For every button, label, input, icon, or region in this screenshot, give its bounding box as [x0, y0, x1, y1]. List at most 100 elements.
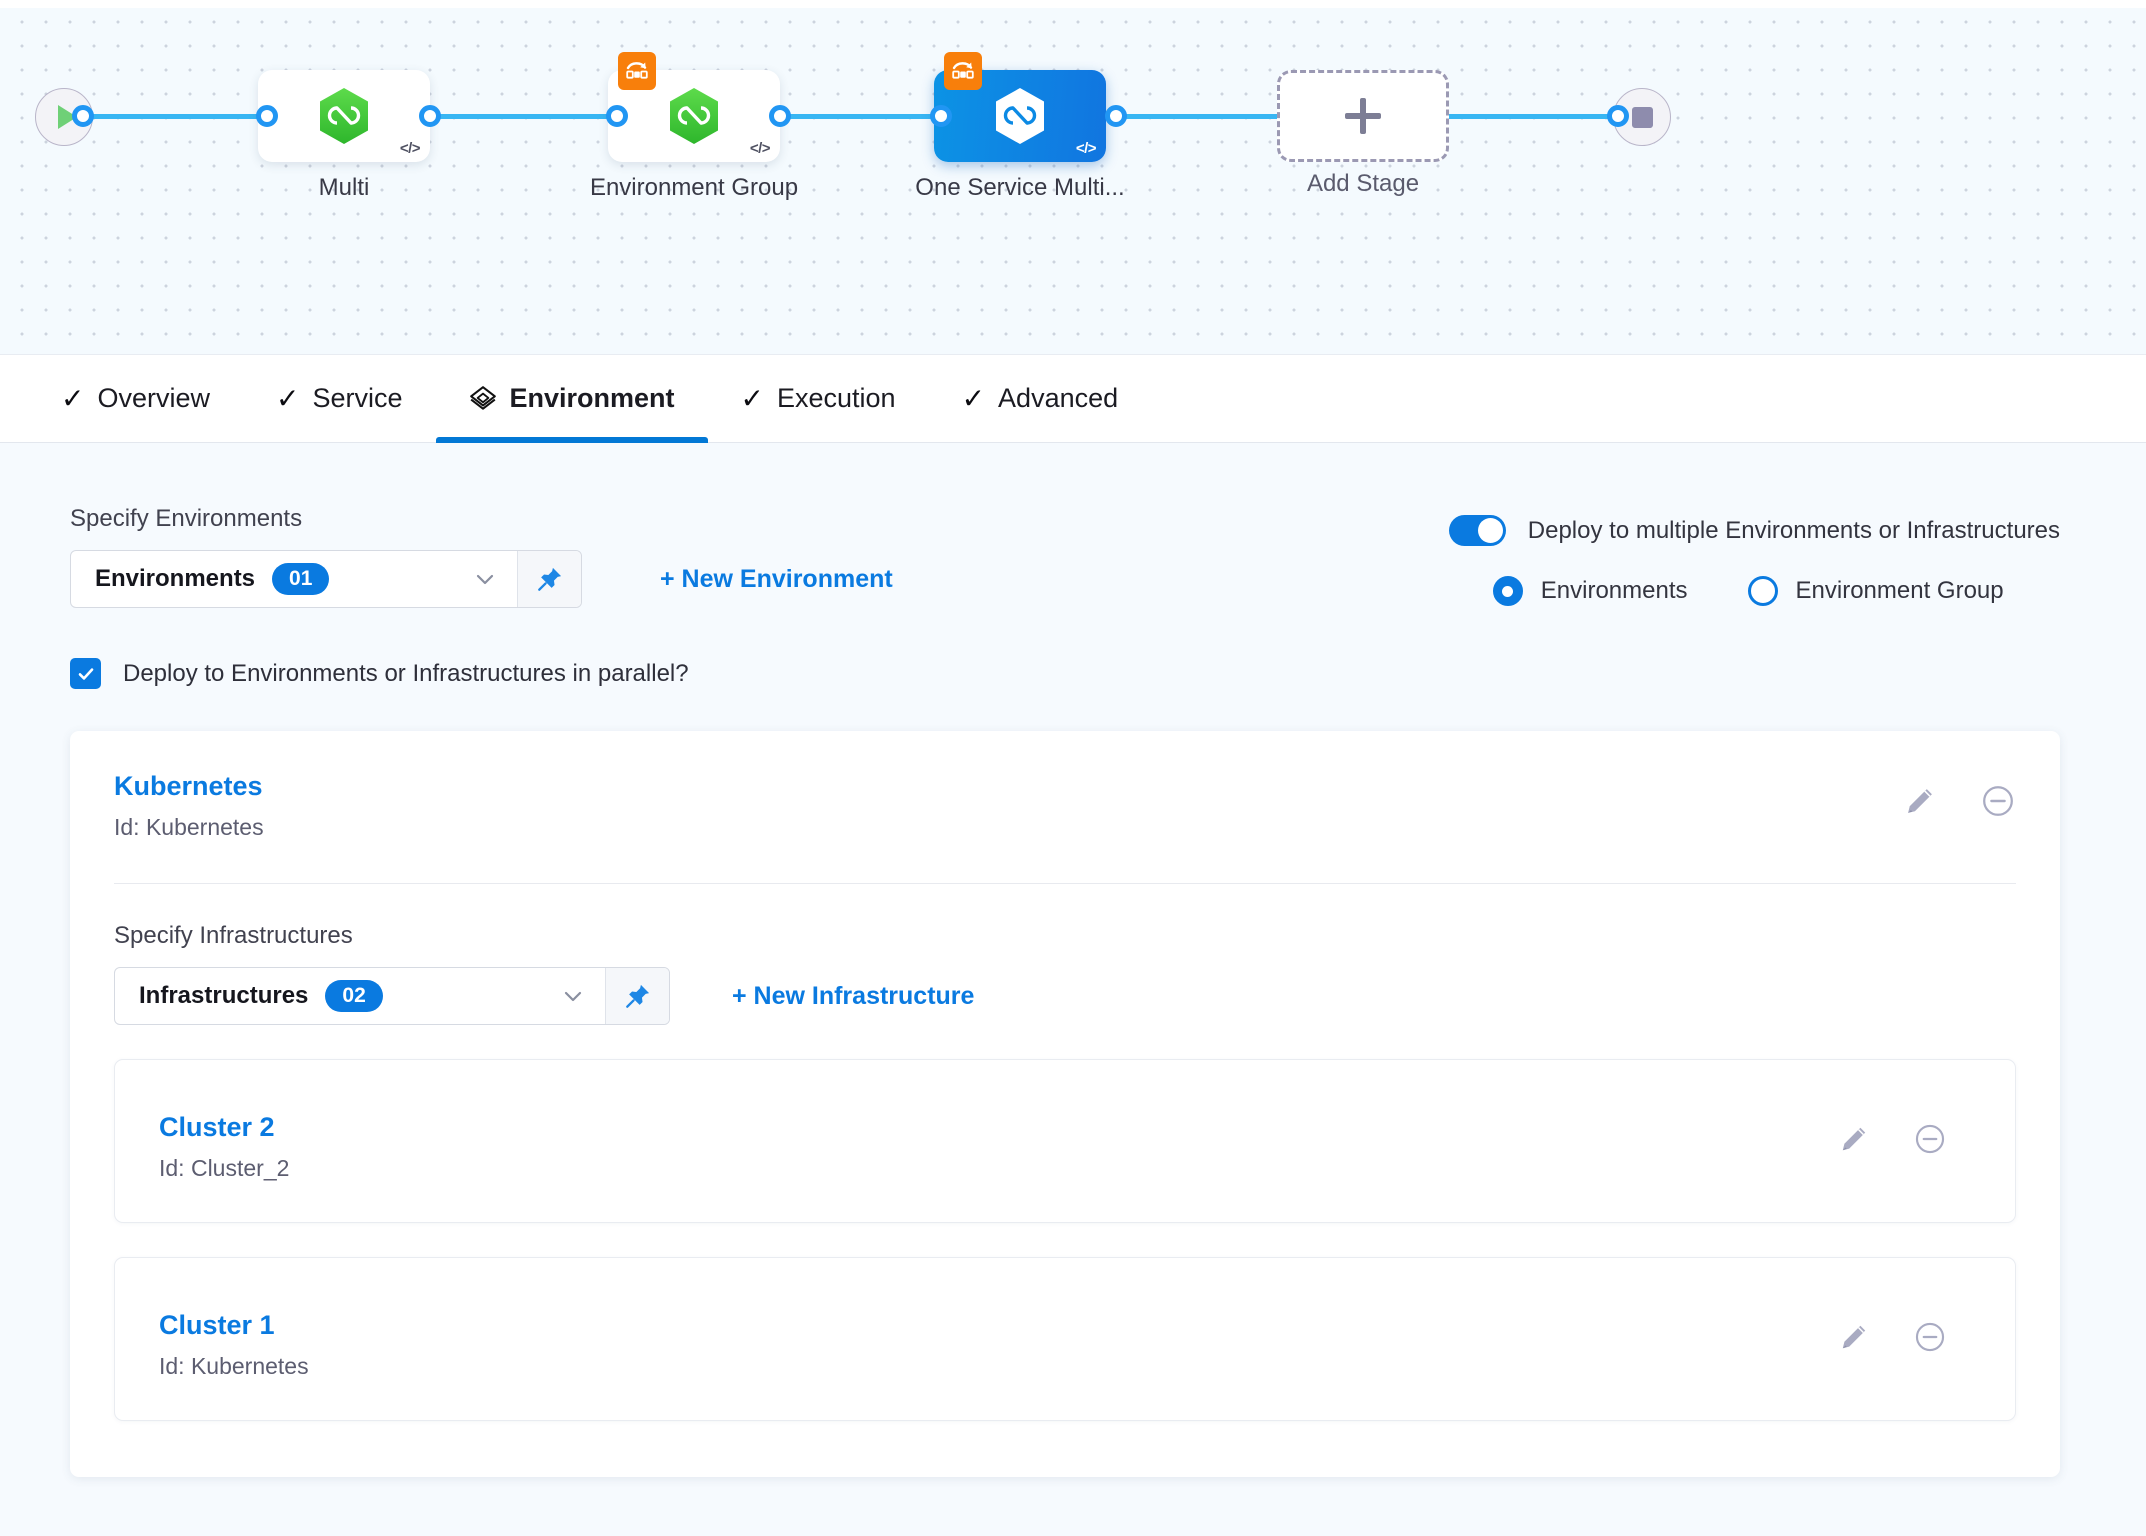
deploy-multiple-toggle[interactable]	[1448, 515, 1506, 546]
pin-icon[interactable]	[605, 968, 669, 1024]
rollback-badge-icon	[618, 52, 656, 90]
environments-select[interactable]: Environments 01	[70, 550, 582, 608]
tab-label: Environment	[509, 383, 675, 413]
environment-card-text: Kubernetes Id: Kubernetes	[114, 771, 1903, 841]
pipeline-end-node[interactable]	[1613, 88, 1671, 146]
harness-hex-icon	[320, 88, 368, 144]
check-icon: ✓	[61, 382, 85, 414]
environments-count-badge: 01	[272, 563, 330, 595]
stage-label-one-service-multi: One Service Multi...	[915, 174, 1125, 201]
tab-advanced[interactable]: ✓ Advanced	[929, 355, 1152, 443]
infrastructures-selector-row: Infrastructures 02 + New Infrastructure	[114, 967, 2016, 1025]
pencil-icon[interactable]	[1838, 1123, 1870, 1155]
harness-hex-icon	[670, 88, 718, 144]
stage-code-badge[interactable]: </>	[399, 140, 421, 157]
environments-select-value: Environments	[95, 565, 256, 592]
tab-label: Advanced	[998, 383, 1119, 413]
play-icon	[57, 105, 77, 129]
connector-oneservice-to-addstage	[1118, 114, 1283, 119]
environments-select-value-wrap[interactable]: Environments 01	[71, 551, 453, 607]
minus-circle-icon[interactable]	[1980, 783, 2016, 819]
connector-addstage-to-end	[1445, 114, 1625, 119]
radio-environments[interactable]	[1492, 576, 1523, 606]
infrastructures-select-value-wrap[interactable]: Infrastructures 02	[115, 968, 541, 1024]
environment-tab-panel: Specify Environments Environments 01	[0, 443, 2146, 1535]
specify-infrastructures-block: Specify Infrastructures Infrastructures …	[114, 922, 2016, 1025]
pipeline-canvas[interactable]: </> Multi </> Environment Group	[0, 0, 2146, 355]
pencil-icon[interactable]	[1838, 1321, 1870, 1353]
connector-multi-to-envgroup	[432, 114, 617, 119]
tab-label: Overview	[97, 383, 210, 413]
infrastructure-card-actions	[1838, 1298, 1975, 1354]
tab-execution[interactable]: ✓ Execution	[708, 355, 929, 443]
environments-header-row: Specify Environments Environments 01	[0, 443, 2146, 608]
add-stage-label: Add Stage	[1306, 170, 1420, 197]
connector-start-to-multi	[82, 114, 267, 119]
tab-service[interactable]: ✓ Service	[243, 355, 436, 443]
stage-config-tabs: ✓ Overview ✓ Service Environment ✓ Execu…	[0, 355, 2146, 443]
environment-card-divider	[114, 883, 2016, 884]
infrastructure-card-cluster-2: Cluster 2 Id: Cluster_2	[114, 1059, 2016, 1223]
check-icon: ✓	[740, 382, 764, 414]
environment-card-actions	[1903, 771, 2016, 819]
tab-overview[interactable]: ✓ Overview	[28, 355, 243, 443]
parallel-deploy-row[interactable]: Deploy to Environments or Infrastructure…	[0, 608, 2146, 689]
stage-node-multi[interactable]: </>	[258, 70, 430, 162]
new-environment-button[interactable]: + New Environment	[660, 564, 893, 593]
specify-environments-label: Specify Environments	[70, 505, 303, 532]
radio-environment-group-label: Environment Group	[1795, 577, 2004, 604]
chevron-down-icon[interactable]	[541, 968, 605, 1024]
environment-card-header: Kubernetes Id: Kubernetes	[114, 771, 2016, 841]
deploy-options-block: Deploy to multiple Environments or Infra…	[1448, 505, 2060, 608]
infrastructure-card-cluster-1: Cluster 1 Id: Kubernetes	[114, 1257, 2016, 1421]
infrastructure-title-link[interactable]: Cluster 1	[159, 1310, 275, 1340]
layers-icon	[469, 385, 496, 410]
pin-icon[interactable]	[517, 551, 581, 607]
stage-node-environment-group[interactable]: </>	[608, 52, 780, 162]
plus-icon-vertical	[1360, 98, 1366, 134]
stage-label-environment-group: Environment Group	[589, 174, 799, 201]
infrastructure-id-text: Id: Cluster_2	[159, 1155, 290, 1181]
infrastructure-id-text: Id: Kubernetes	[159, 1353, 309, 1379]
infrastructures-select[interactable]: Infrastructures 02	[114, 967, 670, 1025]
check-icon: ✓	[276, 382, 300, 414]
environment-card: Kubernetes Id: Kubernetes Specify Infras…	[70, 731, 2060, 1477]
infrastructure-title-link[interactable]: Cluster 2	[159, 1112, 275, 1142]
port-oneservice-out[interactable]	[1105, 105, 1127, 127]
specify-infrastructures-label: Specify Infrastructures	[114, 922, 353, 949]
pipeline-start-node[interactable]	[35, 88, 93, 146]
radio-environments-label: Environments	[1540, 577, 1688, 604]
port-start-out[interactable]	[72, 105, 94, 127]
radio-environment-group[interactable]	[1747, 576, 1778, 606]
infrastructure-card-text: Cluster 1 Id: Kubernetes	[159, 1298, 1838, 1380]
stage-label-multi: Multi	[318, 174, 370, 201]
deploy-multiple-toggle-row[interactable]: Deploy to multiple Environments or Infra…	[1448, 515, 2060, 546]
parallel-deploy-checkbox[interactable]	[70, 658, 101, 689]
port-end-in[interactable]	[1607, 105, 1629, 127]
chevron-down-icon[interactable]	[453, 551, 517, 607]
minus-circle-icon[interactable]	[1913, 1122, 1947, 1156]
port-multi-out[interactable]	[419, 105, 441, 127]
infrastructures-count-badge: 02	[325, 980, 383, 1012]
specify-environments-block: Specify Environments Environments 01	[70, 505, 893, 608]
connector-envgroup-to-oneservice	[782, 114, 967, 119]
infrastructure-card-text: Cluster 2 Id: Cluster_2	[159, 1100, 1838, 1182]
stage-node-one-service-multi[interactable]: </>	[934, 52, 1106, 162]
add-stage-button[interactable]	[1277, 70, 1449, 162]
tab-environment[interactable]: Environment	[435, 355, 708, 443]
pencil-icon[interactable]	[1903, 784, 1937, 818]
toggle-knob	[1477, 518, 1503, 543]
check-icon	[78, 667, 93, 680]
new-infrastructure-button[interactable]: + New Infrastructure	[732, 981, 975, 1010]
deploy-multiple-toggle-label: Deploy to multiple Environments or Infra…	[1527, 516, 2060, 544]
stage-code-badge[interactable]: </>	[749, 140, 771, 157]
port-multi-in[interactable]	[256, 105, 278, 127]
stage-code-badge[interactable]: </>	[1075, 140, 1097, 157]
tab-label: Service	[312, 383, 403, 413]
port-envgroup-in[interactable]	[606, 105, 628, 127]
environment-title-link[interactable]: Kubernetes	[114, 771, 263, 801]
minus-circle-icon[interactable]	[1913, 1320, 1947, 1354]
port-envgroup-out[interactable]	[769, 105, 791, 127]
stop-icon	[1631, 106, 1653, 128]
port-oneservice-in[interactable]	[930, 105, 952, 127]
